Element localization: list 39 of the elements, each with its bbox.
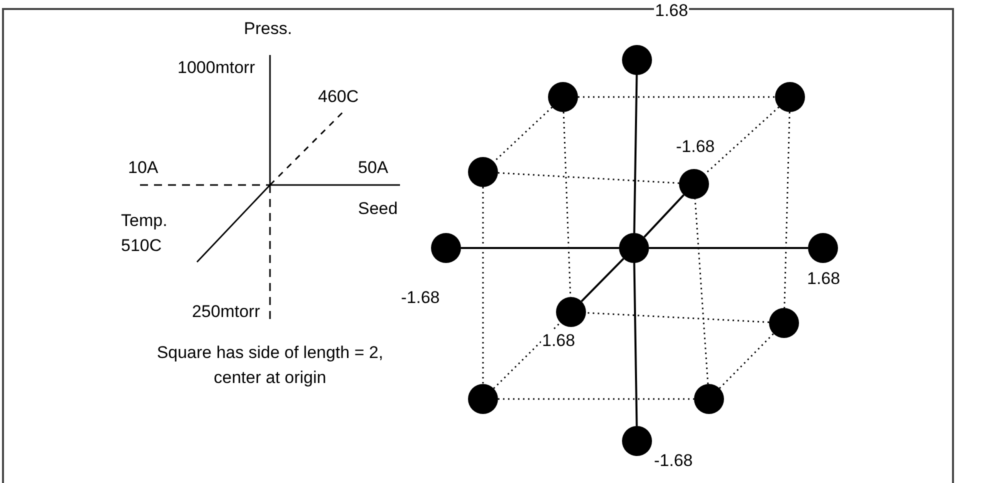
design-point (468, 384, 498, 414)
design-point (468, 157, 498, 187)
design-point (431, 233, 461, 263)
axis-label: Seed (358, 198, 399, 220)
axis-label: 460C (318, 86, 360, 108)
line (649, 247, 808, 249)
design-point (556, 297, 586, 327)
dotted-line (493, 322, 561, 389)
dotted-line (719, 333, 774, 389)
design-point (694, 384, 724, 414)
axis-label: Temp. (121, 210, 168, 232)
design-point (622, 426, 652, 456)
design-point (548, 82, 578, 112)
design-point (622, 45, 652, 75)
design-point (679, 169, 709, 199)
axis-label: 10A (128, 157, 160, 179)
line (580, 258, 624, 302)
dotted-line (784, 112, 790, 308)
dotted-line (482, 187, 484, 384)
dotted-line (578, 96, 775, 98)
dotted-line (586, 312, 770, 323)
design-point (808, 233, 838, 263)
dotted-line (704, 106, 780, 174)
axis-label: 510C (121, 235, 163, 257)
design-point (619, 233, 649, 263)
axis-label: 50A (358, 157, 390, 179)
dotted-line (498, 398, 694, 400)
dotted-line (498, 172, 680, 184)
design-point (775, 82, 805, 112)
note-text: Square has side of length = 2, center at origin (156, 342, 384, 389)
line (633, 74, 638, 234)
line (633, 262, 638, 426)
line (644, 194, 684, 238)
dotted-line (493, 106, 553, 162)
axis-label: Press. (242, 18, 294, 40)
axis-label: 1000mtorr (176, 57, 255, 79)
design-point (769, 308, 799, 338)
line (461, 247, 619, 249)
axis-label: 250mtorr (190, 301, 260, 323)
